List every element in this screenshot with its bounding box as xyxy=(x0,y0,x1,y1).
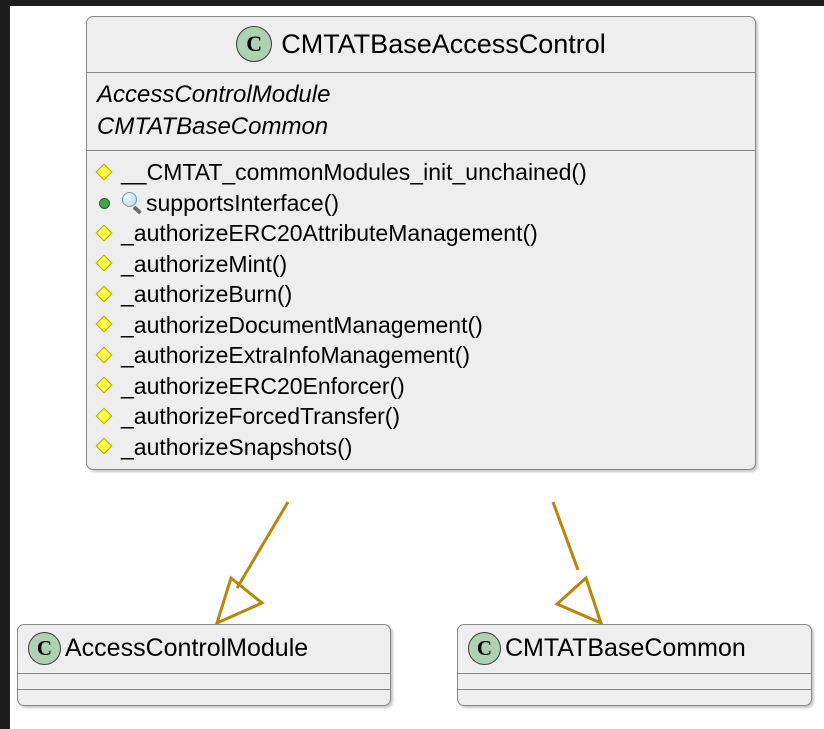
member-name: _authorizeMint() xyxy=(121,250,288,277)
diamond-icon xyxy=(95,315,115,335)
circle-icon xyxy=(95,193,115,213)
member-name: _authorizeERC20Enforcer() xyxy=(121,372,405,399)
class-name: CMTATBaseAccessControl xyxy=(281,28,606,59)
member-row[interactable]: _authorizeERC20Enforcer() xyxy=(95,371,745,402)
member-row[interactable]: supportsInterface() xyxy=(95,188,745,219)
class-title-compartment: C AccessControlModule xyxy=(18,625,390,673)
class-box-cmtatbaseaccesscontrol[interactable]: C CMTATBaseAccessControl AccessControlMo… xyxy=(86,16,756,471)
class-name: AccessControlModule xyxy=(65,634,309,663)
member-name: _authorizeSnapshots() xyxy=(121,433,353,460)
magnifier-icon xyxy=(121,192,143,214)
class-parents-compartment: AccessControlModule CMTATBaseCommon xyxy=(87,72,755,150)
generalization-arrow-accesscontrolmodule xyxy=(214,501,290,626)
page-frame-top-edge xyxy=(0,0,824,6)
member-name: _authorizeForcedTransfer() xyxy=(121,403,401,430)
class-c-icon: C xyxy=(468,632,501,665)
class-title-compartment: C CMTATBaseAccessControl xyxy=(87,17,755,72)
member-name: _authorizeERC20AttributeManagement() xyxy=(121,220,538,247)
class-title-compartment: C CMTATBaseCommon xyxy=(458,625,811,673)
member-row[interactable]: _authorizeSnapshots() xyxy=(95,432,745,463)
member-row[interactable]: _authorizeExtraInfoManagement() xyxy=(95,340,745,371)
class-attributes-compartment xyxy=(18,673,390,689)
member-row[interactable]: _authorizeBurn() xyxy=(95,279,745,310)
diamond-icon xyxy=(95,346,115,366)
diamond-icon xyxy=(95,163,115,183)
generalization-arrow-cmtatbasecommon xyxy=(551,501,604,626)
diamond-icon xyxy=(95,376,115,396)
member-name: _authorizeExtraInfoManagement() xyxy=(121,342,471,369)
member-name: supportsInterface() xyxy=(146,189,340,216)
member-row[interactable]: _authorizeForcedTransfer() xyxy=(95,401,745,432)
class-c-icon: C xyxy=(236,26,273,62)
diamond-icon xyxy=(95,224,115,244)
diamond-icon xyxy=(95,437,115,457)
member-name: _authorizeBurn() xyxy=(121,281,293,308)
parent-class-name: AccessControlModule xyxy=(97,81,331,108)
member-row[interactable]: _authorizeDocumentManagement() xyxy=(95,310,745,341)
diamond-icon xyxy=(95,407,115,427)
class-methods-compartment xyxy=(18,689,390,705)
class-attributes-compartment xyxy=(458,673,811,689)
class-name: CMTATBaseCommon xyxy=(505,634,746,663)
member-name: __CMTAT_commonModules_init_unchained() xyxy=(121,159,587,186)
class-box-accesscontrolmodule[interactable]: C AccessControlModule xyxy=(17,624,391,706)
diamond-icon xyxy=(95,285,115,305)
member-row[interactable]: _authorizeMint() xyxy=(95,249,745,280)
class-box-cmtatbasecommon[interactable]: C CMTATBaseCommon xyxy=(457,624,812,706)
member-name: _authorizeDocumentManagement() xyxy=(121,311,483,338)
member-row[interactable]: __CMTAT_commonModules_init_unchained() xyxy=(95,157,745,188)
class-c-icon: C xyxy=(28,632,61,665)
member-row[interactable]: _authorizeERC20AttributeManagement() xyxy=(95,218,745,249)
diamond-icon xyxy=(95,254,115,274)
parent-class-name: CMTATBaseCommon xyxy=(97,112,329,140)
page-frame-left-edge xyxy=(0,0,10,729)
class-methods-compartment xyxy=(458,689,811,705)
class-members-compartment: __CMTAT_commonModules_init_unchained() s… xyxy=(87,150,755,469)
